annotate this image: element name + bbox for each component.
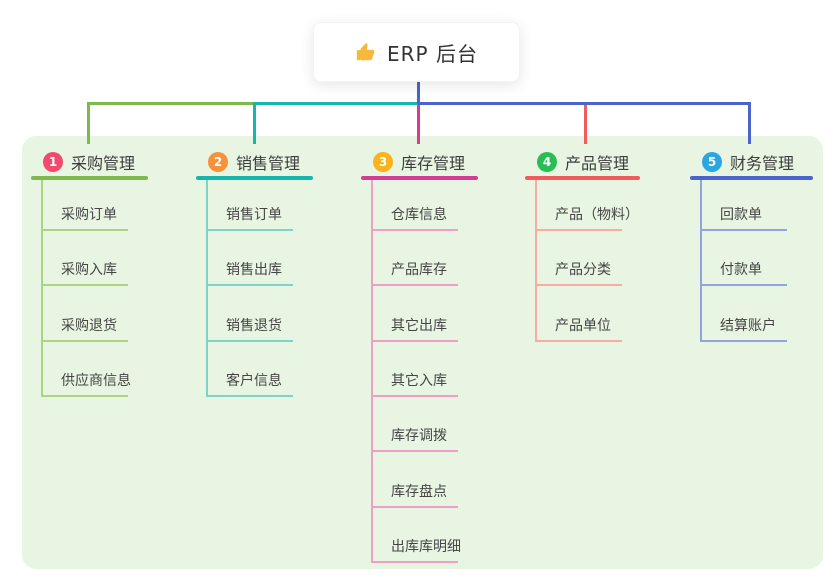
group-panel: [22, 136, 823, 569]
child-node[interactable]: 其它出库: [391, 318, 447, 334]
child-node[interactable]: 销售出库: [226, 262, 282, 278]
connector-drop-branch-1: [87, 102, 90, 144]
branch-underline-5: [690, 176, 813, 180]
child-underline: [535, 284, 622, 286]
branch-underline-2: [196, 176, 313, 180]
child-underline: [371, 284, 458, 286]
connector-bus-segment-1: [87, 102, 253, 105]
child-node[interactable]: 客户信息: [226, 373, 282, 389]
child-node[interactable]: 库存调拨: [391, 428, 447, 444]
branch-node-4[interactable]: 4 产品管理: [525, 150, 629, 174]
child-node[interactable]: 回款单: [720, 207, 762, 223]
child-node[interactable]: 采购入库: [61, 262, 117, 278]
child-underline: [535, 340, 622, 342]
child-node[interactable]: 销售订单: [226, 207, 282, 223]
branch-trunk-line-5: [700, 179, 702, 342]
child-underline: [371, 450, 458, 452]
branch-trunk-line-2: [206, 179, 208, 397]
child-underline: [41, 229, 128, 231]
branch-underline-1: [31, 176, 148, 180]
branch-badge-2: 2: [208, 152, 228, 172]
child-underline: [700, 229, 787, 231]
branch-title: 销售管理: [236, 154, 301, 173]
child-node[interactable]: 采购订单: [61, 207, 117, 223]
connector-bus-segment-3: [418, 102, 751, 105]
branch-node-1[interactable]: 1 采购管理: [31, 150, 135, 174]
child-node[interactable]: 销售退货: [226, 318, 282, 334]
connector-drop-branch-3: [417, 102, 420, 144]
child-underline: [700, 284, 787, 286]
branch-badge-1: 1: [43, 152, 63, 172]
branch-node-3[interactable]: 3 库存管理: [361, 150, 465, 174]
branch-title: 采购管理: [71, 154, 136, 173]
child-node[interactable]: 采购退货: [61, 318, 117, 334]
connector-drop-branch-2: [253, 102, 256, 144]
child-node[interactable]: 产品（物料）: [555, 207, 639, 223]
branch-badge-4: 4: [537, 152, 557, 172]
child-underline: [371, 340, 458, 342]
branch-badge-5: 5: [702, 152, 722, 172]
connector-drop-branch-4: [584, 102, 587, 144]
branch-trunk-line-1: [41, 179, 43, 397]
child-node[interactable]: 出库库明细: [391, 539, 461, 555]
child-underline: [206, 340, 293, 342]
child-node[interactable]: 产品库存: [391, 262, 447, 278]
root-node-label: ERP 后台: [387, 41, 478, 66]
branch-underline-3: [361, 176, 478, 180]
connector-center-line: [417, 82, 420, 104]
child-underline: [41, 395, 128, 397]
child-underline: [371, 506, 458, 508]
root-node[interactable]: ERP 后台: [313, 22, 520, 82]
child-underline: [700, 340, 787, 342]
child-underline: [41, 284, 128, 286]
child-underline: [206, 229, 293, 231]
branch-badge-3: 3: [373, 152, 393, 172]
branch-node-2[interactable]: 2 销售管理: [196, 150, 300, 174]
child-node[interactable]: 其它入库: [391, 373, 447, 389]
child-underline: [41, 340, 128, 342]
branch-trunk-line-3: [371, 179, 373, 563]
connector-drop-branch-5: [748, 102, 751, 144]
connector-bus-segment-2: [253, 102, 418, 105]
child-node[interactable]: 供应商信息: [61, 373, 131, 389]
branch-title: 产品管理: [565, 154, 630, 173]
child-node[interactable]: 结算账户: [720, 318, 776, 334]
branch-node-5[interactable]: 5 财务管理: [690, 150, 794, 174]
child-underline: [206, 284, 293, 286]
child-node[interactable]: 库存盘点: [391, 484, 447, 500]
child-node[interactable]: 付款单: [720, 262, 762, 278]
thumbs-up-icon: [356, 42, 375, 61]
branch-trunk-line-4: [535, 179, 537, 342]
branch-title: 库存管理: [401, 154, 466, 173]
child-underline: [535, 229, 622, 231]
child-underline: [206, 395, 293, 397]
child-node[interactable]: 仓库信息: [391, 207, 447, 223]
child-underline: [371, 395, 458, 397]
branch-title: 财务管理: [730, 154, 795, 173]
branch-underline-4: [525, 176, 640, 180]
child-node[interactable]: 产品单位: [555, 318, 611, 334]
child-underline: [371, 229, 458, 231]
child-node[interactable]: 产品分类: [555, 262, 611, 278]
child-underline: [371, 561, 458, 563]
